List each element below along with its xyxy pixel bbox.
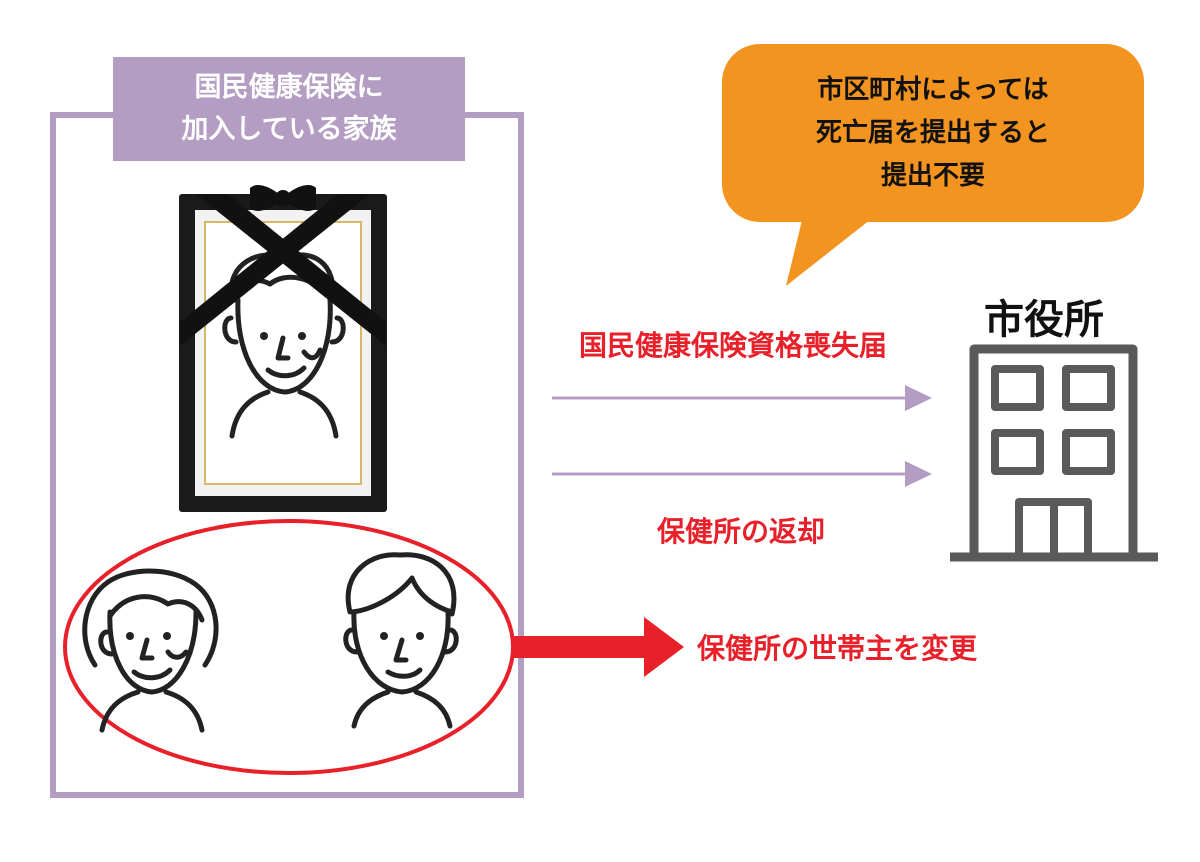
city-hall-building-icon bbox=[950, 344, 1158, 562]
callout-bubble: 市区町村によっては 死亡届を提出すると 提出不要 bbox=[722, 44, 1144, 222]
callout-text: 市区町村によっては 死亡届を提出すると 提出不要 bbox=[815, 74, 1050, 191]
insurance-loss-arrow bbox=[552, 385, 932, 411]
head-change-arrow bbox=[514, 617, 684, 677]
memorial-portrait-icon bbox=[179, 185, 387, 512]
card-return-label: 保健所の返却 bbox=[657, 515, 826, 548]
young-man-icon bbox=[343, 552, 459, 729]
city-hall-label: 市役所 bbox=[984, 297, 1104, 343]
family-header-text: 国民健康保険に 加入している家族 bbox=[181, 72, 397, 145]
card-return-arrow bbox=[552, 461, 932, 487]
elderly-woman-icon bbox=[82, 568, 219, 733]
surviving-family-circle bbox=[63, 519, 515, 775]
head-change-label: 保健所の世帯主を変更 bbox=[697, 632, 978, 665]
family-header: 国民健康保険に 加入している家族 bbox=[113, 57, 465, 161]
insurance-loss-label: 国民健康保険資格喪失届 bbox=[579, 329, 888, 362]
